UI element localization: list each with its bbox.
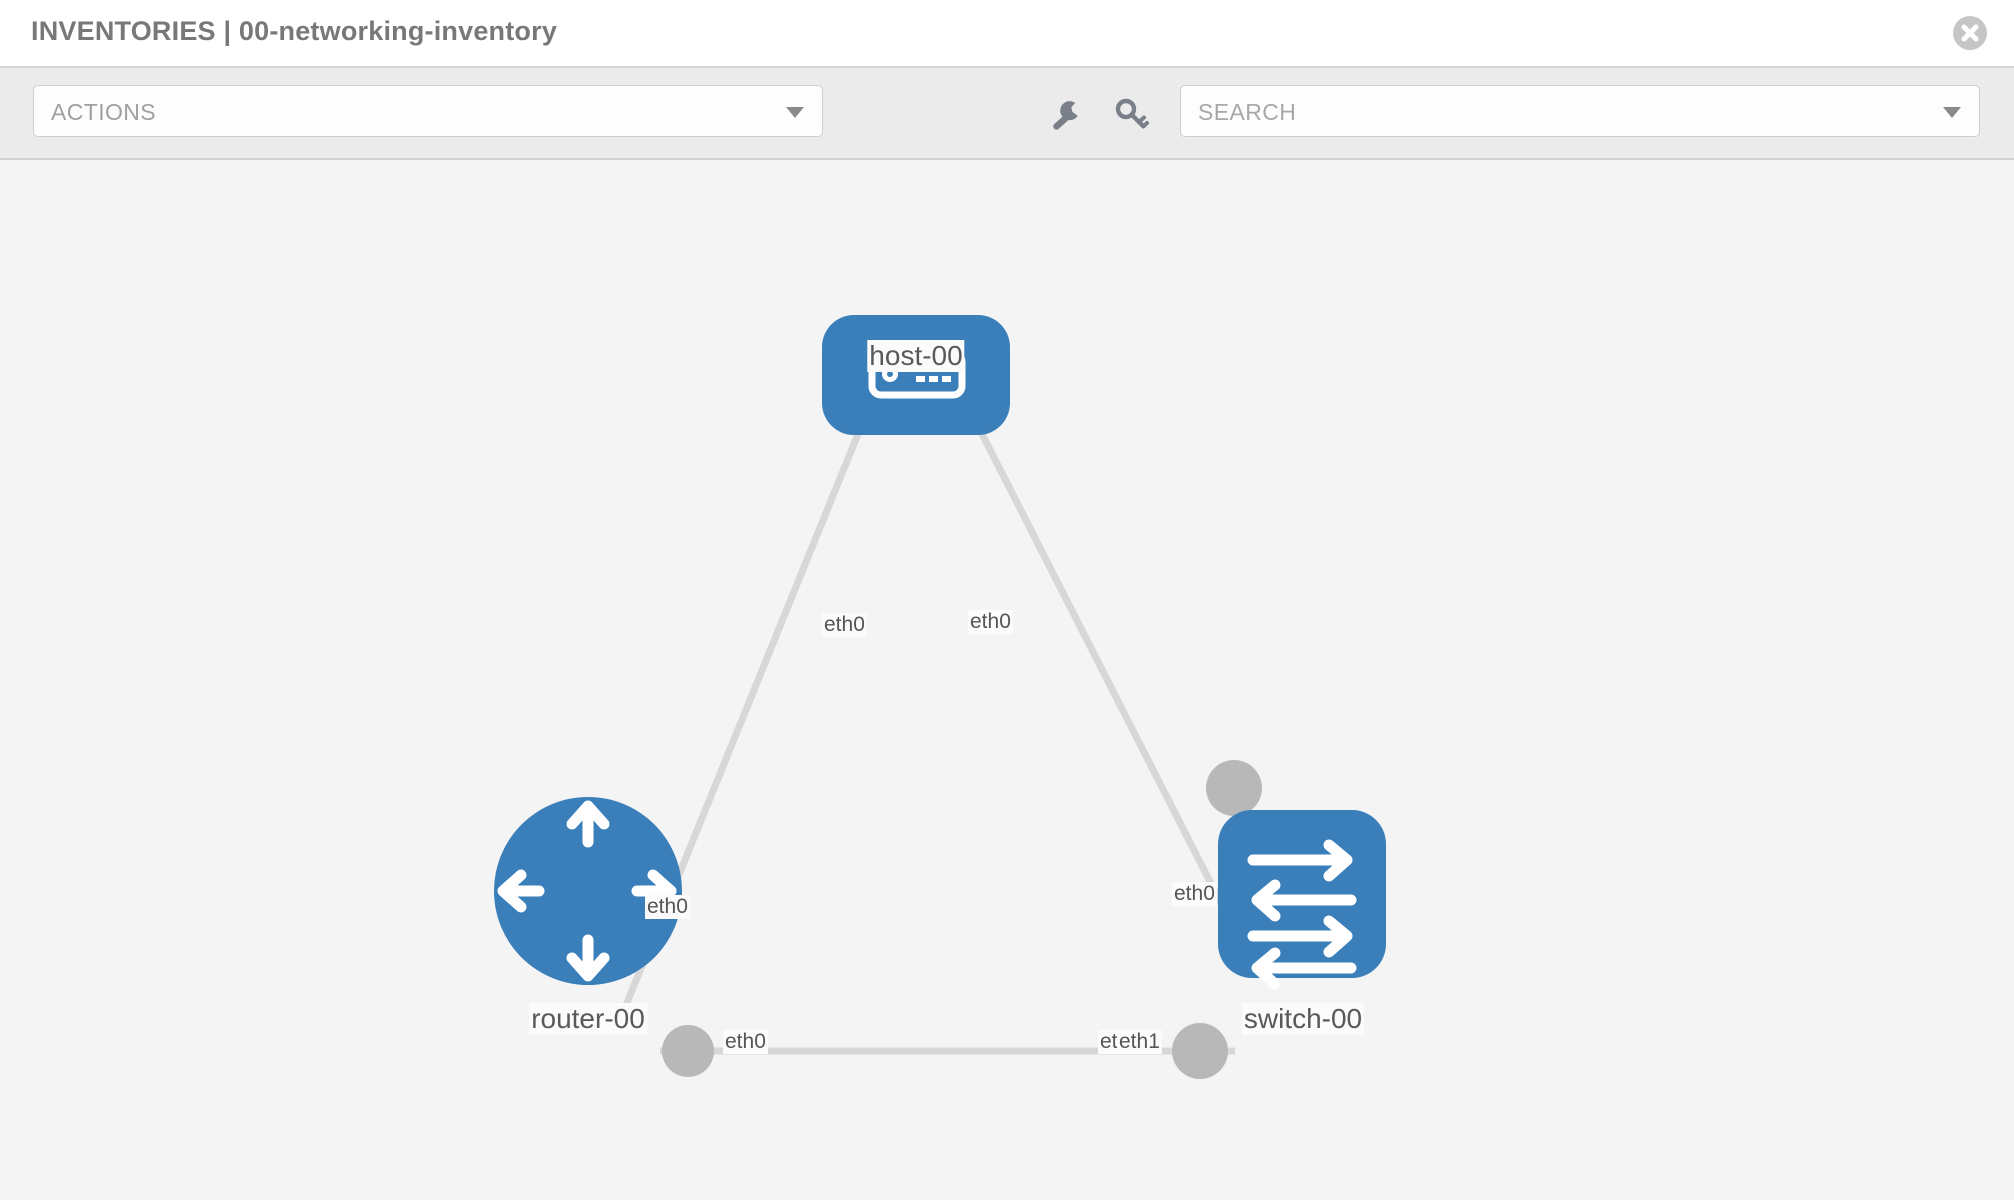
chevron-down-icon[interactable] bbox=[1943, 107, 1961, 118]
switch-arrows-icon bbox=[1247, 839, 1357, 990]
node-router-00[interactable] bbox=[494, 797, 682, 985]
actions-dropdown-label: ACTIONS bbox=[51, 99, 157, 125]
wrench-icon[interactable] bbox=[1046, 96, 1084, 134]
title-bar: INVENTORIES | 00-networking-inventory bbox=[0, 0, 2014, 68]
node-label-switch-00: switch-00 bbox=[1241, 1003, 1365, 1035]
iface-label-router-right: eth0 bbox=[723, 1030, 768, 1054]
actions-dropdown[interactable]: ACTIONS bbox=[33, 85, 823, 137]
iface-label-switch-up: eth0 bbox=[1172, 882, 1217, 906]
page-title: INVENTORIES | 00-networking-inventory bbox=[31, 16, 558, 46]
close-icon[interactable] bbox=[1953, 16, 1987, 50]
endpoint-router-right bbox=[662, 1025, 714, 1077]
iface-label-host-right: eth0 bbox=[968, 610, 1013, 634]
search-input[interactable]: SEARCH bbox=[1180, 85, 1980, 137]
topology-links bbox=[616, 373, 1259, 1055]
iface-label-router-up: eth0 bbox=[645, 895, 690, 919]
topology-graph bbox=[494, 315, 1386, 1079]
node-host-00[interactable] bbox=[822, 315, 1010, 435]
chevron-down-icon bbox=[786, 107, 804, 118]
topology-endpoints bbox=[662, 332, 1262, 1079]
node-switch-00[interactable] bbox=[1218, 810, 1386, 990]
endpoint-switch-left bbox=[1172, 1023, 1228, 1079]
search-placeholder: SEARCH bbox=[1198, 99, 1297, 125]
node-label-router-00: router-00 bbox=[529, 1003, 647, 1035]
endpoint-switch-top bbox=[1206, 760, 1262, 816]
link-host-switch bbox=[948, 373, 1259, 972]
router-arrows-icon bbox=[497, 800, 677, 982]
iface-label-switch-left-eth1: eth1 bbox=[1117, 1030, 1162, 1054]
node-label-host-00: host-00 bbox=[867, 340, 965, 372]
topology-canvas[interactable]: host-00 router-00 switch-00 eth0 eth0 et… bbox=[0, 160, 2014, 1200]
key-icon[interactable] bbox=[1112, 96, 1150, 134]
iface-label-host-left: eth0 bbox=[822, 613, 867, 637]
